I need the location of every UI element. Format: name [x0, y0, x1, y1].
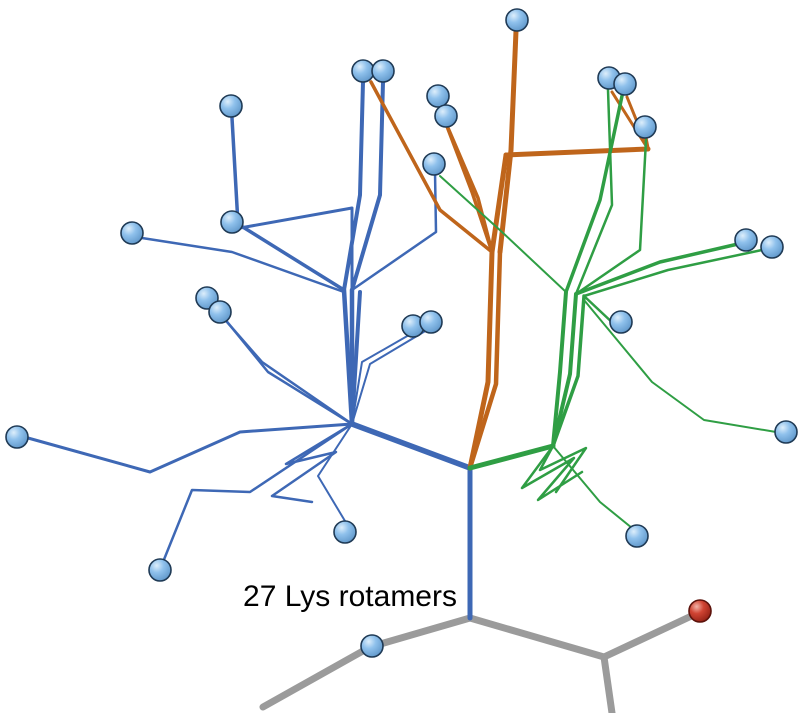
bond-orange [610, 90, 650, 151]
backbone-bond [259, 614, 474, 711]
backbone-bond [600, 653, 616, 713]
nitrogen-atom[interactable] [774, 420, 798, 444]
nitrogen-atom[interactable] [351, 59, 375, 83]
rotamer-count-label: 27 Lys rotamers [243, 580, 457, 613]
nitrogen-atom[interactable] [5, 425, 29, 449]
bond-orange [369, 80, 494, 254]
bond-green [551, 290, 568, 448]
bond-orange [438, 106, 494, 254]
bond-blue [350, 170, 438, 292]
bond-blue [161, 422, 354, 564]
bond-green [439, 175, 567, 293]
backbone-bond [466, 608, 704, 661]
bond-orange [467, 249, 495, 471]
nitrogen-atom[interactable] [419, 310, 443, 334]
nitrogen-atom[interactable] [148, 558, 172, 582]
bond-blue [349, 421, 473, 471]
bond-blue [350, 290, 362, 426]
bond-green [574, 138, 648, 296]
bond-green [467, 443, 556, 471]
bond-green [574, 242, 740, 296]
nitrogen-atom[interactable] [633, 115, 657, 139]
bond-blue [211, 304, 354, 426]
bond-blue [317, 423, 353, 522]
bond-blue [230, 116, 346, 292]
bond-orange [497, 28, 519, 255]
nitrogen-atom[interactable] [371, 59, 395, 83]
nitrogen-atom[interactable] [360, 634, 384, 658]
bond-blue [140, 236, 346, 294]
nitrogen-atom[interactable] [613, 72, 637, 96]
bond-green [551, 294, 586, 448]
bond-green [520, 444, 584, 502]
bond-blue [270, 422, 354, 504]
nitrogen-atom[interactable] [219, 94, 243, 118]
nitrogen-atom[interactable] [120, 221, 144, 245]
oxygen-atom[interactable] [688, 599, 712, 623]
bond-green [564, 94, 624, 294]
nitrogen-atom[interactable] [220, 210, 244, 234]
nitrogen-atom[interactable] [760, 235, 784, 259]
bond-blue [342, 80, 365, 292]
bond-green [538, 444, 588, 494]
bond-green [583, 299, 777, 433]
nitrogen-atom[interactable] [625, 524, 649, 548]
nitrogen-atom[interactable] [505, 8, 529, 32]
bond-green [582, 248, 764, 298]
bond-blue [351, 326, 433, 425]
nitrogen-atom[interactable] [609, 310, 633, 334]
bond-blue [238, 206, 354, 292]
nitrogen-atom[interactable] [434, 104, 458, 128]
bond-blue [26, 422, 354, 474]
nitrogen-atom[interactable] [422, 152, 446, 176]
nitrogen-atom[interactable] [426, 84, 450, 108]
nitrogen-atom[interactable] [208, 300, 232, 324]
bond-green [574, 88, 614, 296]
bond-orange [503, 146, 651, 158]
bond-orange [489, 152, 509, 255]
nitrogen-atom[interactable] [734, 228, 758, 252]
bond-blue [222, 316, 354, 426]
bond-orange [467, 249, 503, 471]
bond-blue [351, 330, 417, 425]
bond-green [551, 292, 578, 448]
bond-blue [350, 80, 385, 292]
nitrogen-atom[interactable] [333, 520, 357, 544]
